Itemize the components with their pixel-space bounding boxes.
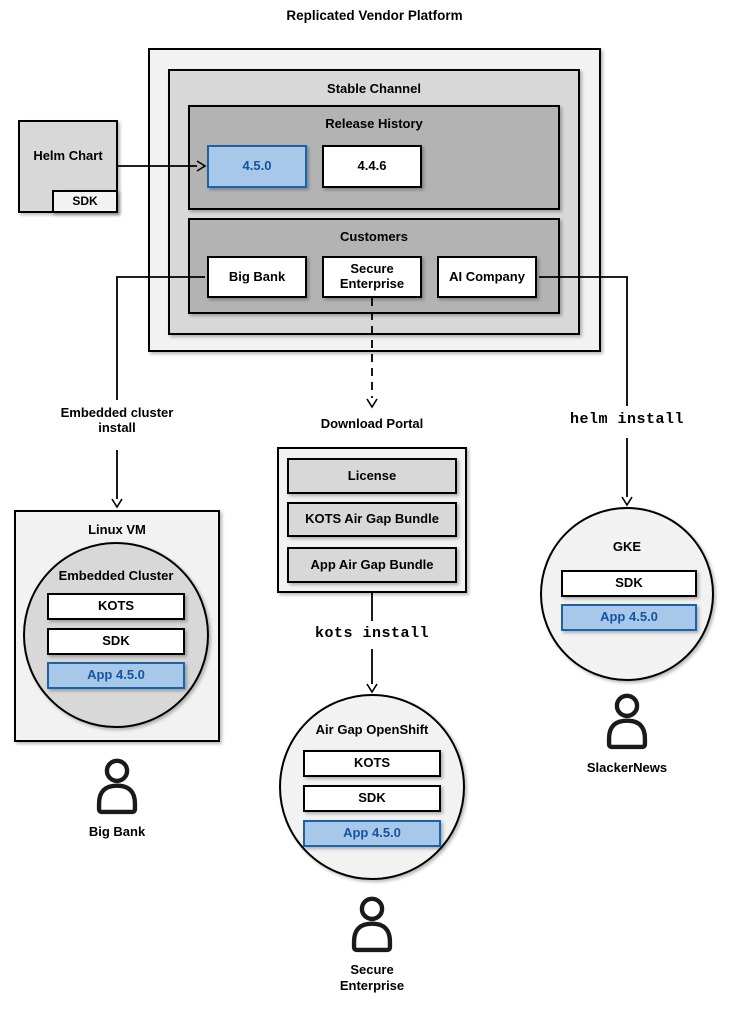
air-gap-openshift-title: Air Gap OpenShift — [315, 722, 429, 737]
customer-ai-company-box: AI Company — [437, 256, 537, 298]
helm-sdk-box: SDK — [52, 190, 118, 213]
big-bank-persona — [89, 758, 145, 816]
kots-install-command: kots install — [314, 625, 430, 642]
component-sdk: SDK — [47, 628, 185, 655]
gke-circle: GKE SDK App 4.5.0 — [540, 507, 714, 681]
person-icon — [96, 758, 138, 815]
release-history-title: Release History — [325, 116, 423, 131]
component-sdk: SDK — [303, 785, 441, 812]
person-icon — [606, 693, 648, 750]
component-sdk: SDK — [561, 570, 697, 597]
arrowhead — [621, 496, 633, 507]
portal-license-box: License — [287, 458, 457, 494]
linux-vm-box: Linux VM Embedded Cluster KOTS SDK App 4… — [14, 510, 220, 742]
download-portal-box: License KOTS Air Gap Bundle App Air Gap … — [277, 447, 467, 593]
slackernews-persona — [599, 693, 655, 751]
release-history-box: Release History 4.5.0 4.4.6 — [188, 105, 560, 210]
component-kots: KOTS — [303, 750, 441, 777]
embedded-cluster-circle: Embedded Cluster KOTS SDK App 4.5.0 — [23, 542, 209, 728]
big-bank-persona-label: Big Bank — [88, 824, 146, 839]
portal-kots-bundle-box: KOTS Air Gap Bundle — [287, 502, 457, 537]
release-450-box: 4.5.0 — [207, 145, 307, 188]
portal-app-bundle-box: App Air Gap Bundle — [287, 547, 457, 583]
slackernews-persona-label: SlackerNews — [586, 760, 668, 775]
arrowhead — [366, 398, 378, 409]
embedded-cluster-title: Embedded Cluster — [58, 568, 174, 583]
stable-channel-title: Stable Channel — [327, 81, 421, 96]
customer-big-bank-box: Big Bank — [207, 256, 307, 298]
customer-secure-enterprise-box: Secure Enterprise — [322, 256, 422, 298]
component-kots: KOTS — [47, 593, 185, 620]
arrowhead — [366, 683, 378, 694]
download-portal-title: Download Portal — [320, 416, 424, 431]
person-icon — [351, 896, 393, 953]
helm-chart-box: Helm Chart SDK — [18, 120, 118, 213]
helm-chart-label: Helm Chart — [33, 147, 103, 163]
release-446-box: 4.4.6 — [322, 145, 422, 188]
embedded-cluster-install-label: Embedded cluster install — [60, 405, 174, 435]
component-app: App 4.5.0 — [561, 604, 697, 631]
secure-enterprise-persona-label: Secure Enterprise — [339, 962, 405, 993]
air-gap-openshift-circle: Air Gap OpenShift KOTS SDK App 4.5.0 — [279, 694, 465, 880]
component-app: App 4.5.0 — [47, 662, 185, 689]
arrowhead — [111, 498, 123, 509]
component-app: App 4.5.0 — [303, 820, 441, 847]
linux-vm-title: Linux VM — [88, 522, 146, 537]
secure-enterprise-persona — [344, 896, 400, 954]
helm-install-command: helm install — [569, 411, 685, 428]
diagram-title: Replicated Vendor Platform — [286, 8, 463, 23]
customers-title: Customers — [340, 229, 408, 244]
customers-box: Customers Big Bank Secure Enterprise AI … — [188, 218, 560, 314]
gke-title: GKE — [612, 539, 642, 554]
